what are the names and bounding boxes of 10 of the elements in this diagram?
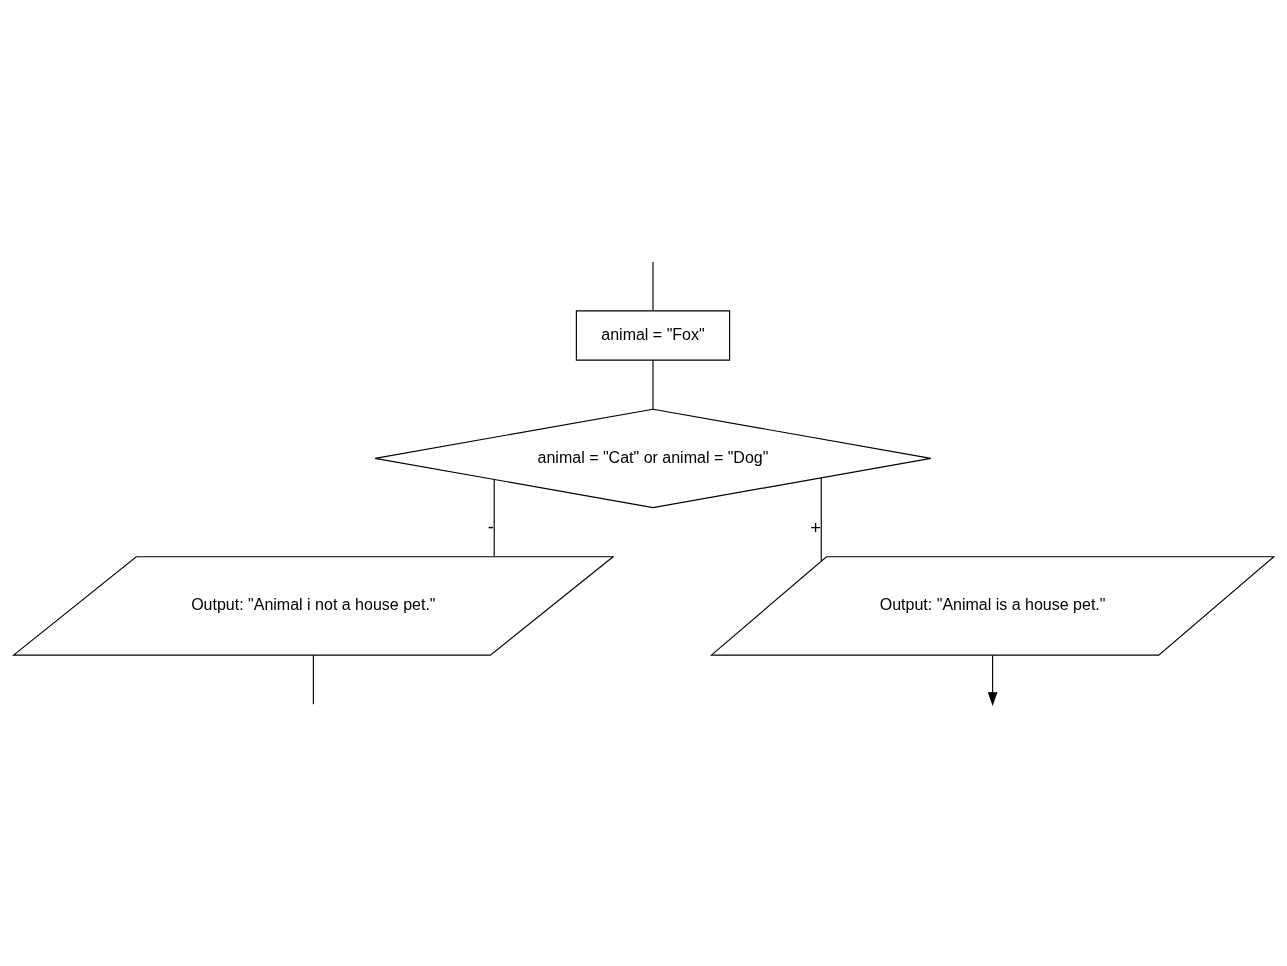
connector — [652, 359, 654, 410]
connector — [820, 477, 822, 562]
node-diamond: animal = "Cat" or animal = "Dog" — [374, 408, 932, 509]
edge-label: - — [487, 515, 494, 537]
edge-label: + — [810, 517, 821, 539]
connector — [312, 654, 314, 705]
connector — [652, 261, 654, 312]
arrow — [987, 654, 998, 706]
node-box: animal = "Fox" — [575, 310, 731, 361]
connector — [493, 479, 495, 558]
